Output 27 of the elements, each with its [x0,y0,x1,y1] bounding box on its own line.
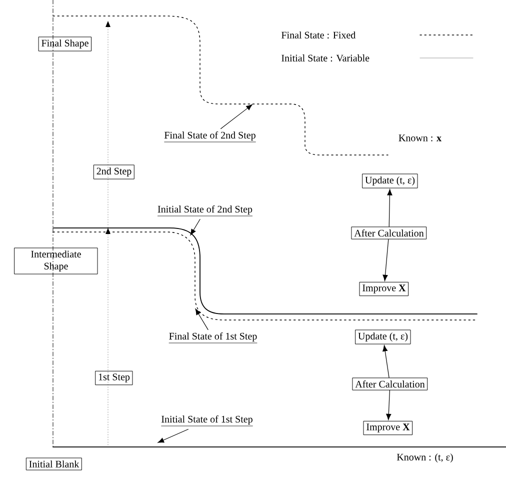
known-note: Known : (t, ε) [396,453,453,463]
label-box: Intermediate Shape [14,248,98,274]
leader-line [158,428,188,443]
state-label: Initial State of 1st Step [160,415,254,426]
label-box: Initial Blank [26,458,82,470]
legend-text: Initial State : Variable [282,54,370,62]
arrow [386,390,392,420]
legend-text: Final State : Fixed [281,31,356,39]
leader-line [190,218,200,236]
label-box: Update (t, ε) [355,330,411,344]
leader-line [195,308,208,330]
label-box: Update (t, ε) [362,174,418,188]
label-box: Final Shape [38,36,92,52]
label-box: Improve X [359,282,409,296]
leader-line [220,104,252,129]
state-label: Final State of 2nd Step [164,131,256,142]
label-box: Improve X [363,420,413,436]
label-box: After Calculation [352,378,428,390]
state-label: Initial State of 2nd Step [157,205,253,216]
state-label: Final State of 1st Step [168,332,258,344]
label-box: 2nd Step [94,164,134,180]
arrow [382,239,389,282]
arrow [387,189,392,227]
known-note: Known : x [398,134,442,142]
arrow [382,345,390,378]
label-box: 1st Step [95,370,133,386]
label-box: After Calculation [351,226,427,240]
